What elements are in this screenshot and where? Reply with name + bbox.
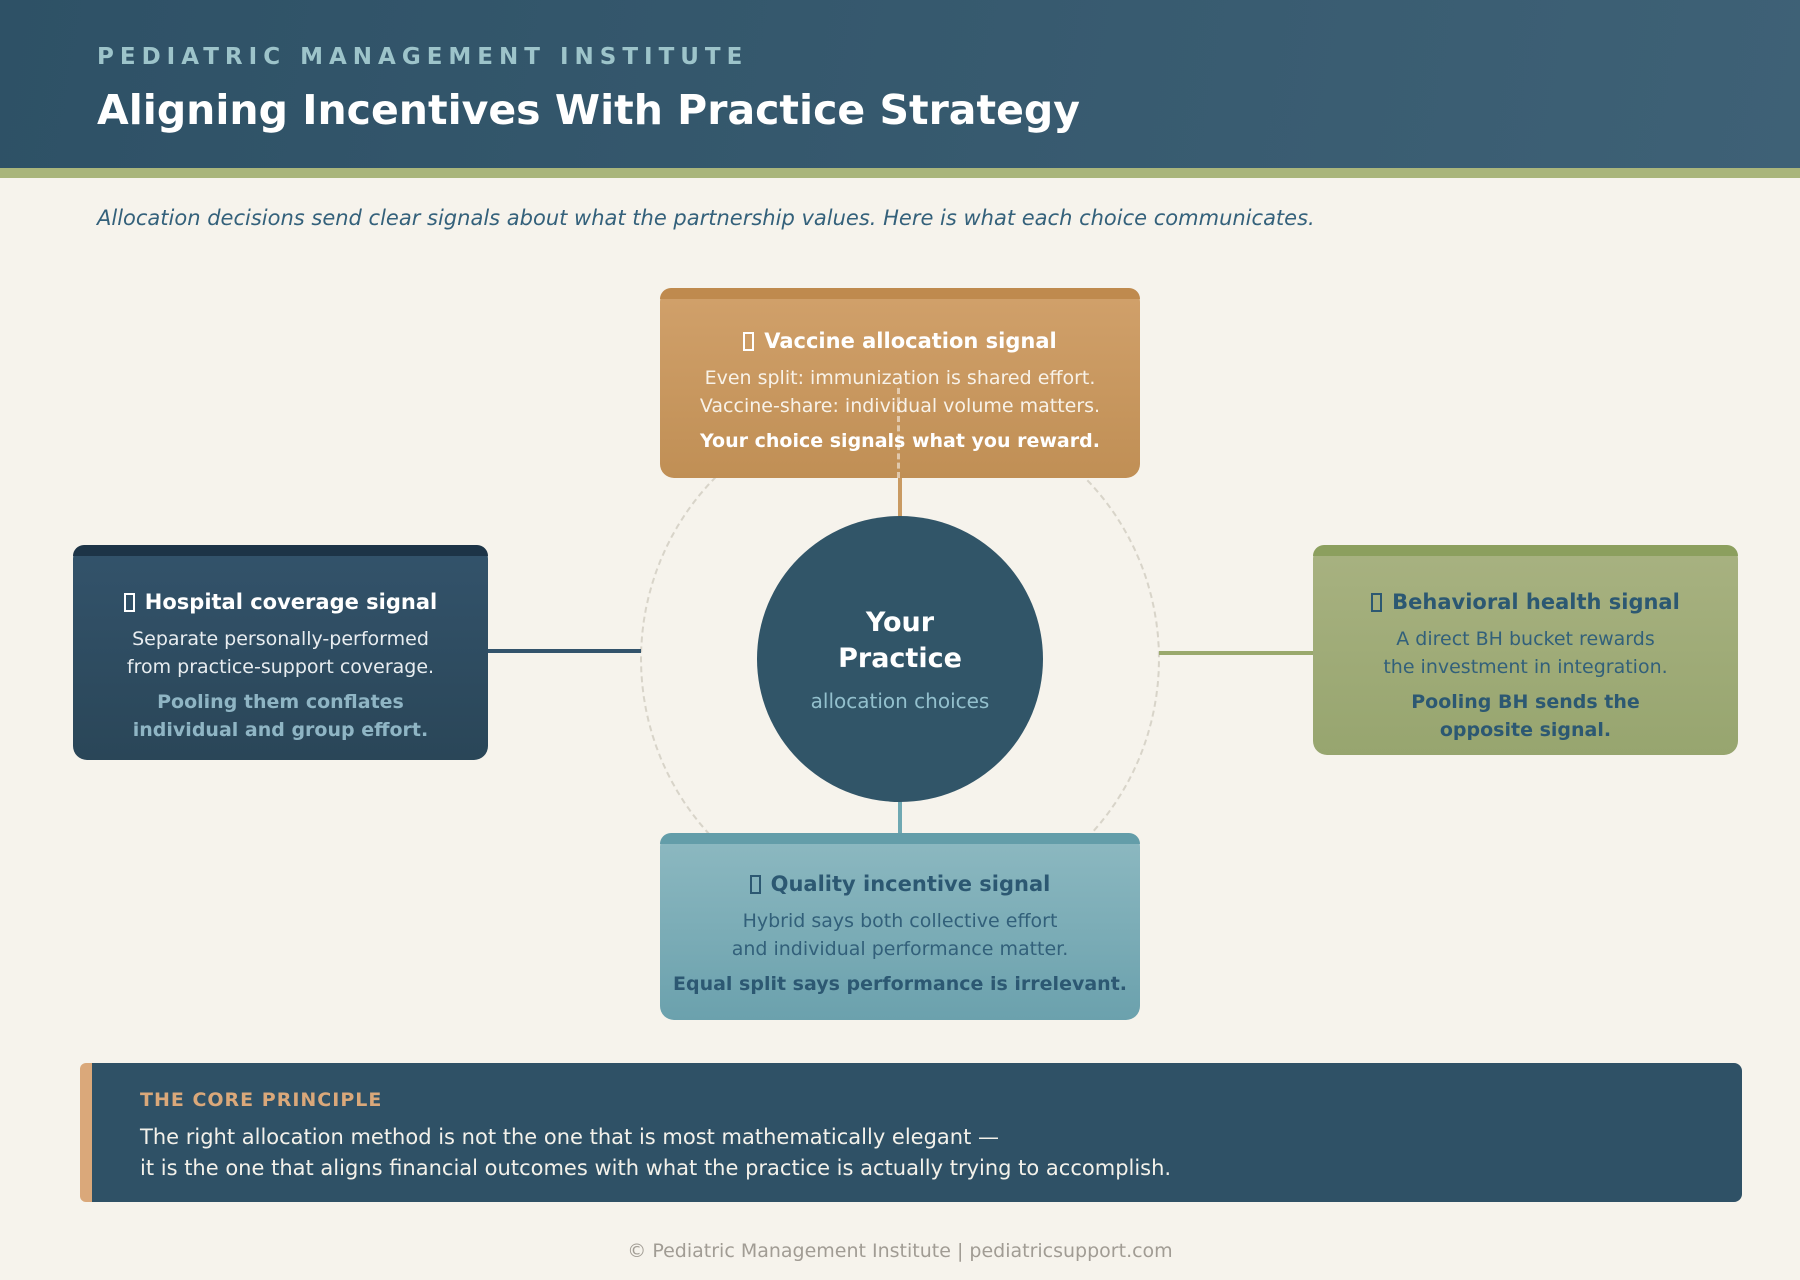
card-top-strip: [73, 545, 488, 556]
card-body-line: and individual performance matter.: [731, 938, 1069, 960]
connector-top-dashed-overlay: [897, 388, 900, 478]
card-bold-line: Your choice signals what you reward.: [700, 430, 1100, 452]
card-top-strip: [660, 833, 1140, 844]
core-principle-box: THE CORE PRINCIPLE The right allocation …: [92, 1063, 1742, 1202]
card-title: Quality incentive signal: [749, 869, 1051, 899]
hub-title-line1: Your: [865, 607, 935, 638]
missing-glyph-icon: [743, 332, 755, 351]
footer-credit: © Pediatric Management Institute | pedia…: [627, 1240, 1173, 1262]
missing-glyph-icon: [749, 875, 761, 894]
header-accent-stripe: [0, 168, 1800, 178]
card-hospital-signal: Hospital coverage signal Separate person…: [73, 545, 488, 760]
card-title: Behavioral health signal: [1371, 587, 1680, 617]
card-body-line: from practice-support coverage.: [126, 656, 435, 678]
card-title: Hospital coverage signal: [123, 587, 438, 617]
card-bold-line: Equal split says performance is irreleva…: [672, 973, 1127, 995]
card-title-text: Vaccine allocation signal: [764, 329, 1057, 353]
header-banner: PEDIATRIC MANAGEMENT INSTITUTE Aligning …: [0, 0, 1800, 168]
hub-title-line2: Practice: [838, 643, 962, 674]
card-bold-line: individual and group effort.: [132, 719, 429, 741]
center-hub: Your Practice allocation choices: [757, 516, 1043, 802]
card-body-line: Hybrid says both collective effort: [742, 910, 1058, 932]
card-bold-line: Pooling them conflates: [157, 691, 404, 713]
card-title-text: Hospital coverage signal: [144, 590, 438, 614]
principle-accent-bar: [80, 1063, 92, 1202]
connector-top: [898, 478, 902, 518]
card-title-text: Behavioral health signal: [1392, 590, 1680, 614]
card-title: Vaccine allocation signal: [743, 326, 1057, 356]
connector-right: [1159, 651, 1315, 655]
card-top-strip: [1313, 545, 1738, 556]
org-name: PEDIATRIC MANAGEMENT INSTITUTE: [97, 44, 749, 70]
card-body-line: Even split: immunization is shared effor…: [704, 367, 1096, 389]
intro-text: Allocation decisions send clear signals …: [97, 206, 1315, 230]
missing-glyph-icon: [123, 593, 135, 612]
card-bold-line: Pooling BH sends the: [1411, 691, 1640, 713]
principle-heading: THE CORE PRINCIPLE: [140, 1089, 383, 1111]
principle-line: it is the one that aligns financial outc…: [140, 1156, 1172, 1180]
card-behavioral-health-signal: Behavioral health signal A direct BH buc…: [1313, 545, 1738, 755]
principle-line: The right allocation method is not the o…: [140, 1125, 1000, 1149]
page-title: Aligning Incentives With Practice Strate…: [97, 86, 1080, 134]
card-top-strip: [660, 288, 1140, 299]
card-body-line: the investment in integration.: [1383, 656, 1668, 678]
hub-subtitle: allocation choices: [810, 689, 990, 713]
connector-bottom: [898, 800, 902, 835]
card-vaccine-signal: Vaccine allocation signal Even split: im…: [660, 288, 1140, 478]
missing-glyph-icon: [1371, 593, 1383, 612]
connector-left: [488, 649, 641, 653]
card-title-text: Quality incentive signal: [770, 872, 1051, 896]
card-body-line: Separate personally-performed: [132, 628, 429, 650]
card-bold-line: opposite signal.: [1439, 719, 1612, 741]
card-quality-signal: Quality incentive signal Hybrid says bot…: [660, 833, 1140, 1020]
card-body-line: A direct BH bucket rewards: [1396, 628, 1655, 650]
